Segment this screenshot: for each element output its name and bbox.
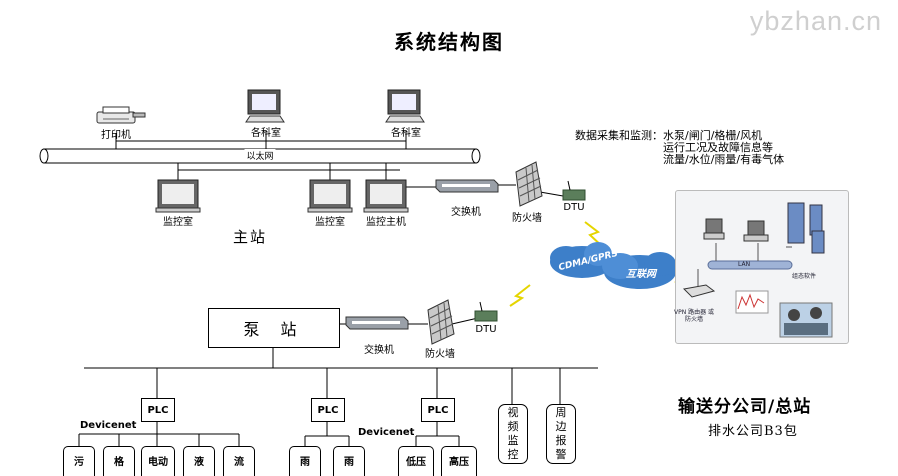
firewall-label: 防火墙 <box>512 213 542 224</box>
panel-computer-icon-1 <box>703 218 725 240</box>
field-device-8: 低压 <box>398 446 434 476</box>
headquarters-title: 输送分公司/总站 <box>678 397 812 417</box>
plc-box-2: PLC <box>311 398 345 422</box>
acq-line-3: 流量/水位/雨量/有毒气体 <box>663 153 785 166</box>
devicenet-label-1: Devicenet <box>80 420 137 431</box>
computer-icon-top-2 <box>385 89 425 123</box>
panel-vpn-label: VPN 路由器 或防火墙 <box>673 309 715 323</box>
panel-drawing <box>682 202 833 338</box>
plc-box-3: PLC <box>421 398 455 422</box>
computer-icon-bottom-3 <box>363 179 409 213</box>
plc-box-1: PLC <box>141 398 175 422</box>
dtu-label: DTU <box>563 202 585 213</box>
terminal-label-bottom-3: 监控主机 <box>366 217 406 228</box>
field-device-9: 高压 <box>441 446 477 476</box>
remote-monitoring-panel: LAN 组态软件 VPN 路由器 或防火墙 <box>673 190 849 344</box>
devicenet-label-2: Devicenet <box>358 427 415 438</box>
perimeter-alarm-label: 周边报警 <box>555 406 567 461</box>
data-acquisition-text: 数据采集和监测： 水泵/闸门/格栅/风机 运行工况及故障信息等 流量/水位/雨量… <box>575 130 784 166</box>
firewall-label-pump: 防火墙 <box>425 349 455 360</box>
headquarters-subtitle: 排水公司B3包 <box>708 424 798 439</box>
operators-photo-icon <box>779 302 833 338</box>
pump-station-box: 泵 站 <box>208 308 340 348</box>
switch-device <box>435 179 499 193</box>
trend-chart-icon <box>735 290 769 314</box>
acq-line-2: 运行工况及故障信息等 <box>663 141 773 154</box>
vpn-router-icon <box>682 284 716 298</box>
switch-label: 交换机 <box>451 207 481 218</box>
terminal-label-bottom-2: 监控室 <box>315 217 345 228</box>
terminal-label-bottom-1: 监控室 <box>163 217 193 228</box>
panel-computer-icon-2 <box>743 220 769 242</box>
perimeter-alarm-box: 周边报警 <box>546 404 576 464</box>
field-device-4: 液 <box>183 446 215 476</box>
cloud-cdma <box>550 242 614 278</box>
dtu-device-pump <box>474 301 498 322</box>
diagram-title: 系统结构图 <box>394 30 504 54</box>
video-monitoring-box: 视频监控 <box>498 404 528 464</box>
dtu-device <box>562 180 586 201</box>
cloud-internet <box>602 252 676 289</box>
server-icon <box>787 202 825 254</box>
field-device-1: 污 <box>63 446 95 476</box>
main-station-label: 主站 <box>233 228 268 246</box>
terminal-label-top-1: 各科室 <box>251 128 281 139</box>
ethernet-label: 以太网 <box>244 149 276 162</box>
panel-lan-label: LAN <box>738 261 751 268</box>
field-device-3: 电动 <box>141 446 175 476</box>
terminal-label-top-2: 各科室 <box>391 128 421 139</box>
field-device-6: 雨 <box>289 446 321 476</box>
acq-heading: 数据采集和监测： <box>575 129 663 142</box>
printer-icon <box>96 106 146 124</box>
cloud-internet-label: 互联网 <box>626 269 656 280</box>
switch-device-pump <box>345 316 409 330</box>
printer-label: 打印机 <box>101 130 131 141</box>
computer-icon-bottom-2 <box>307 179 353 213</box>
watermark: ybzhan.cn <box>749 6 882 36</box>
field-device-2: 格 <box>103 446 135 476</box>
video-monitoring-label: 视频监控 <box>507 406 519 461</box>
field-device-7: 雨 <box>333 446 365 476</box>
computer-icon-bottom-1 <box>155 179 201 213</box>
firewall-wall <box>515 161 543 207</box>
firewall-wall-pump <box>427 299 455 345</box>
acq-line-1: 水泵/闸门/格栅/风机 <box>663 129 763 142</box>
panel-software-label: 组态软件 <box>792 273 817 280</box>
switch-label-pump: 交换机 <box>364 345 394 356</box>
dtu-label-pump: DTU <box>475 324 497 335</box>
field-device-5: 流 <box>223 446 255 476</box>
computer-icon-top-1 <box>245 89 285 123</box>
